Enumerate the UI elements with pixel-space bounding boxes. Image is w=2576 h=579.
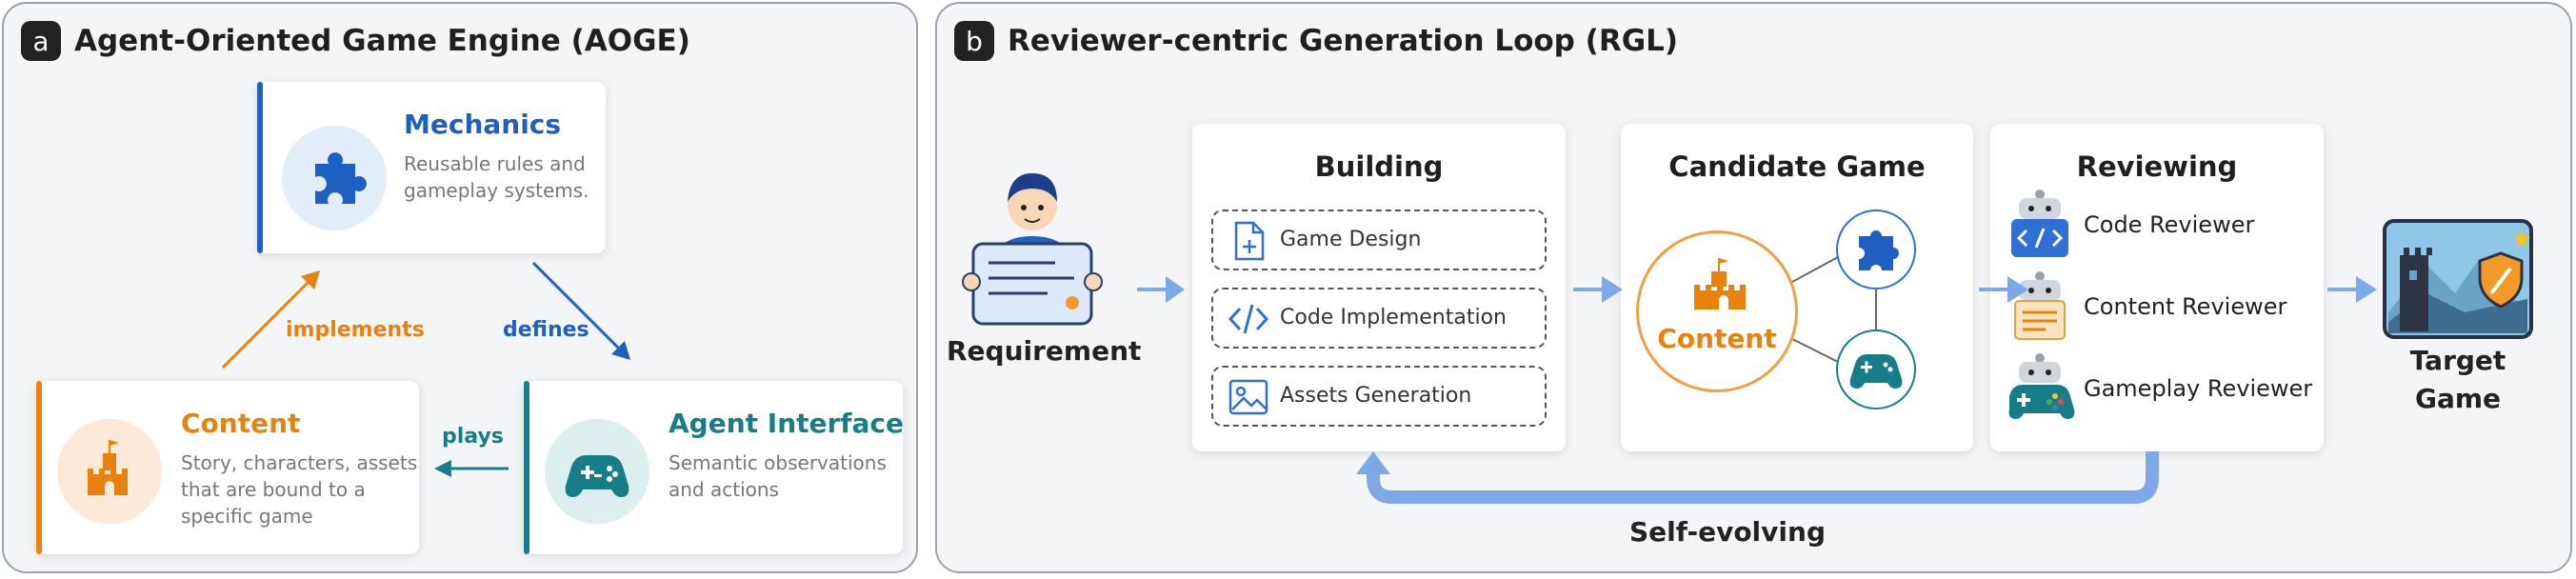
panel-b-title: Reviewer-centric Generation Loop (RGL) xyxy=(1008,24,1679,58)
agent-interface-title: Agent Interface xyxy=(669,408,904,439)
agent-interface-accent xyxy=(524,381,529,554)
reviewer-label: Content Reviewer xyxy=(2084,293,2287,320)
requirement-person-icon xyxy=(962,173,1103,326)
implements-arrow xyxy=(221,270,320,369)
puzzle-icon xyxy=(1859,230,1899,270)
plays-arrow xyxy=(434,460,509,477)
defines-arrow xyxy=(531,261,630,360)
candidate-content-label: Content xyxy=(1657,323,1777,354)
building-item-assets-generation: Assets Generation xyxy=(1211,366,1547,427)
gamepad-icon xyxy=(1849,354,1903,389)
building-item-label: Game Design xyxy=(1280,228,1422,251)
castle-icon xyxy=(1694,258,1746,309)
mechanics-card: Mechanics Reusable rules and gameplay sy… xyxy=(257,82,606,253)
panel-a-title: Agent-Oriented Game Engine (AOGE) xyxy=(74,24,690,58)
agent-interface-desc-2: and actions xyxy=(669,478,779,501)
panel-a-edges xyxy=(221,261,630,477)
reviewer-item-code: Code Reviewer xyxy=(2004,187,2346,263)
code-icon xyxy=(1228,304,1269,334)
target-game-label-1: Target xyxy=(2409,345,2506,376)
agent-interface-circle xyxy=(1836,329,1916,409)
content-card: Content Story, characters, assets that a… xyxy=(36,381,419,554)
implements-label: implements xyxy=(286,318,425,342)
plays-label: plays xyxy=(442,425,504,449)
robot-code-icon xyxy=(2011,190,2068,257)
candidate-game-box: Candidate Game Content xyxy=(1621,124,1973,451)
mechanics-accent xyxy=(257,82,263,253)
mechanics-desc-2: gameplay systems. xyxy=(404,179,589,202)
content-title: Content xyxy=(181,408,301,439)
self-evolving-loop xyxy=(1367,451,2159,504)
self-evolving-label: Self-evolving xyxy=(1629,516,1826,548)
reviewer-label: Gameplay Reviewer xyxy=(2084,375,2313,402)
requirement-label: Requirement xyxy=(947,335,1142,367)
panel-rgl: b Reviewer-centric Generation Loop (RGL)… xyxy=(935,2,2572,573)
target-game-label-2: Game xyxy=(2414,383,2502,414)
defines-label: defines xyxy=(503,318,589,342)
panel-b-badge: b xyxy=(954,21,994,61)
building-box: Building Game Design Code Implementation xyxy=(1192,124,1566,451)
flow-arrow-reviewing xyxy=(2327,276,2377,303)
building-item-label: Assets Generation xyxy=(1280,384,1472,408)
self-evolving-arrowhead xyxy=(1356,451,1390,474)
mechanics-desc-1: Reusable rules and xyxy=(404,152,586,175)
candidate-title: Candidate Game xyxy=(1668,150,1926,183)
image-icon xyxy=(1228,379,1268,415)
content-desc-1: Story, characters, assets xyxy=(181,451,418,474)
castle-icon xyxy=(57,419,162,524)
building-title: Building xyxy=(1314,150,1444,183)
content-accent xyxy=(36,381,42,554)
mechanics-title: Mechanics xyxy=(404,109,562,140)
file-plus-icon xyxy=(1234,221,1265,261)
reviewer-label: Code Reviewer xyxy=(2084,211,2255,238)
puzzle-icon xyxy=(282,126,387,230)
building-item-game-design: Game Design xyxy=(1211,210,1547,270)
flow-arrow-candidate xyxy=(1933,276,2028,303)
reviewing-title: Reviewing xyxy=(2076,150,2238,183)
reviewer-item-content: Content Reviewer xyxy=(2004,269,2346,345)
panel-aoge: a Agent-Oriented Game Engine (AOGE) Mech… xyxy=(2,2,918,573)
gamepad-icon xyxy=(545,419,649,524)
content-desc-3: specific game xyxy=(181,505,313,528)
robot-content-icon xyxy=(2014,271,2066,340)
reviewing-box: Reviewing Code Reviewer xyxy=(1990,124,2324,451)
flow-arrow-requirement xyxy=(1137,276,1185,303)
target-game-icon xyxy=(2383,219,2533,339)
panel-b-arrows xyxy=(1137,276,2377,504)
flow-arrow-building xyxy=(1573,276,1623,303)
content-desc-2: that are bound to a xyxy=(181,478,366,501)
building-item-code-implementation: Code Implementation xyxy=(1211,288,1547,349)
robot-gameplay-icon xyxy=(2008,353,2075,419)
reviewer-item-gameplay: Gameplay Reviewer xyxy=(2004,350,2346,427)
agent-interface-desc-1: Semantic observations xyxy=(669,451,887,474)
panel-a-badge: a xyxy=(21,21,61,61)
building-item-label: Code Implementation xyxy=(1280,306,1508,329)
content-circle: Content xyxy=(1636,230,1798,392)
mechanics-circle xyxy=(1836,210,1916,290)
agent-interface-card: Agent Interface Semantic observations an… xyxy=(524,381,904,554)
